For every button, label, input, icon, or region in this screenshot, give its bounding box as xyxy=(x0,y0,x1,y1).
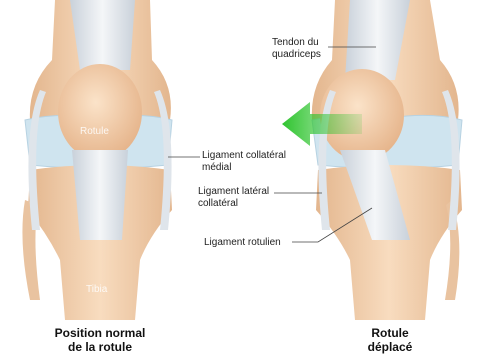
left-quadriceps-tendon xyxy=(70,0,135,70)
right-caption-line2: déplacé xyxy=(340,340,440,354)
patellar-ligament-label: Ligament rotulien xyxy=(204,237,281,249)
left-patella xyxy=(58,64,142,160)
quadriceps-tendon-label-line2: quadriceps xyxy=(272,49,321,61)
lateral-collateral-label-line1: Ligament latéral xyxy=(198,186,269,198)
lateral-collateral-label: Ligament latéral collatéral xyxy=(198,186,269,210)
left-patellar-ligament xyxy=(72,150,128,240)
right-caption: Rotule déplacé xyxy=(340,326,440,354)
lateral-collateral-label-line2: collatéral xyxy=(198,198,269,210)
left-caption-line1: Position normal xyxy=(30,326,170,340)
quadriceps-tendon-label-line1: Tendon du xyxy=(272,37,321,49)
medial-collateral-label-line1: Ligament collatéral xyxy=(202,150,286,162)
patella-label: Rotule xyxy=(80,126,109,137)
left-knee xyxy=(22,0,172,320)
tibia-label: Tibia xyxy=(86,284,107,295)
medial-collateral-label: Ligament collatéral médial xyxy=(202,150,286,174)
right-caption-line1: Rotule xyxy=(340,326,440,340)
left-caption: Position normal de la rotule xyxy=(30,326,170,354)
quadriceps-tendon-label: Tendon du quadriceps xyxy=(272,37,321,61)
medial-collateral-label-line2: médial xyxy=(202,162,286,174)
left-caption-line2: de la rotule xyxy=(30,340,170,354)
